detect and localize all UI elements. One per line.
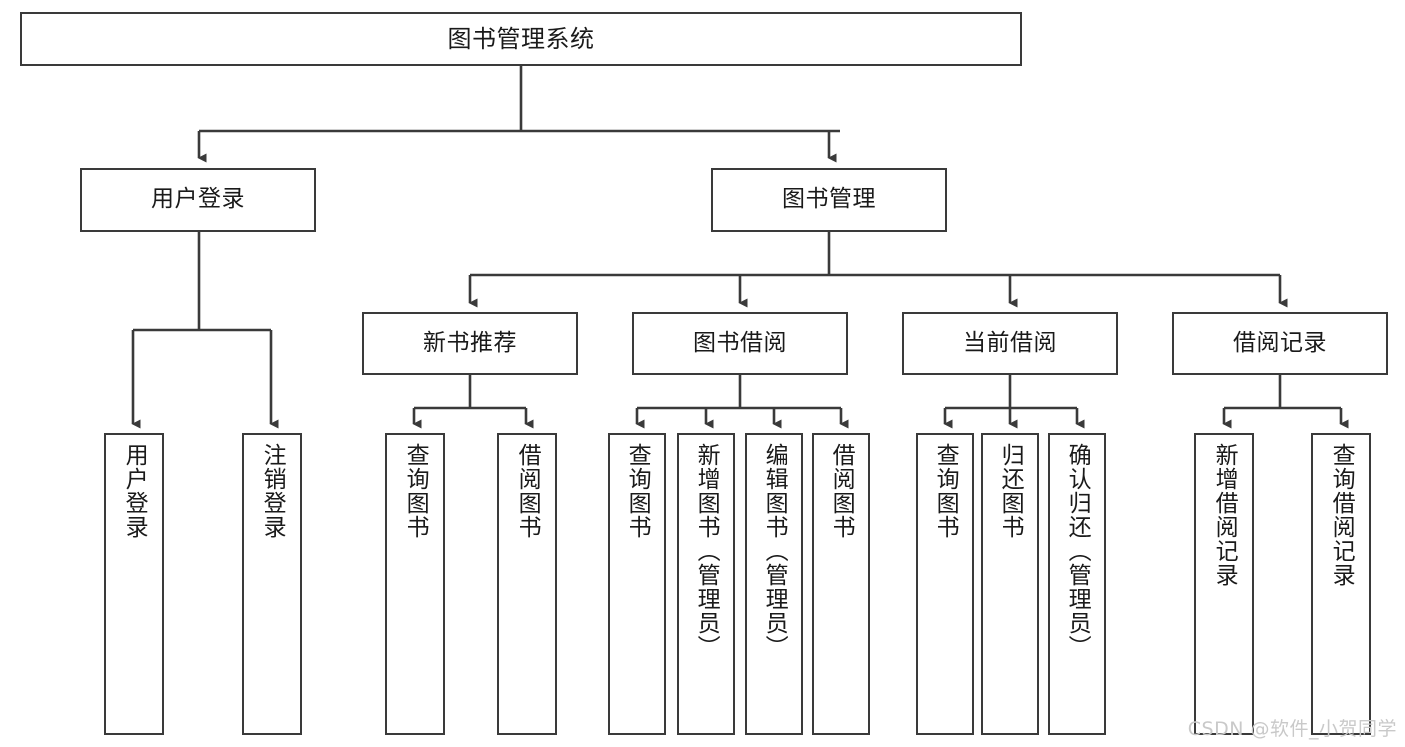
node-label: 查询借阅记录 (1328, 443, 1355, 587)
node-label: 图书管理 (782, 186, 876, 213)
node-label: 用户登录 (121, 443, 148, 539)
node-label: 新书推荐 (423, 329, 517, 356)
node-label: 注销登录 (259, 443, 286, 539)
leaf-borrow-book-2[interactable]: 借阅图书 (812, 433, 870, 735)
node-book-management-system[interactable]: 图书管理系统 (20, 12, 1022, 66)
leaf-user-login[interactable]: 用户登录 (104, 433, 164, 735)
node-label: 查询图书 (932, 443, 959, 539)
node-label: 新增借阅记录 (1211, 443, 1238, 587)
node-label: 查询图书 (402, 443, 429, 539)
node-current-borrow[interactable]: 当前借阅 (902, 312, 1118, 375)
node-label: 图书管理系统 (447, 24, 595, 53)
node-label: 确认归还（管理员） (1064, 443, 1091, 659)
leaf-add-book[interactable]: 新增图书（管理员） (677, 433, 735, 735)
node-label: 归还图书 (997, 443, 1024, 539)
node-label: 用户登录 (151, 186, 245, 213)
node-label: 借阅图书 (828, 443, 855, 539)
leaf-query-book-1[interactable]: 查询图书 (385, 433, 445, 735)
leaf-edit-book[interactable]: 编辑图书（管理员） (745, 433, 803, 735)
leaf-query-book-2[interactable]: 查询图书 (608, 433, 666, 735)
node-new-book-recommend[interactable]: 新书推荐 (362, 312, 578, 375)
node-book-borrow[interactable]: 图书借阅 (632, 312, 848, 375)
node-borrow-record[interactable]: 借阅记录 (1172, 312, 1388, 375)
leaf-logout-login[interactable]: 注销登录 (242, 433, 302, 735)
leaf-confirm-return[interactable]: 确认归还（管理员） (1048, 433, 1106, 735)
node-label: 编辑图书（管理员） (761, 443, 788, 659)
leaf-borrow-book-1[interactable]: 借阅图书 (497, 433, 557, 735)
node-book-management[interactable]: 图书管理 (711, 168, 947, 232)
node-label: 当前借阅 (963, 329, 1057, 356)
node-label: 借阅记录 (1233, 329, 1327, 356)
node-label: 借阅图书 (514, 443, 541, 539)
leaf-query-book-3[interactable]: 查询图书 (916, 433, 974, 735)
leaf-return-book[interactable]: 归还图书 (981, 433, 1039, 735)
leaf-add-record[interactable]: 新增借阅记录 (1194, 433, 1254, 735)
node-label: 查询图书 (624, 443, 651, 539)
node-user-login[interactable]: 用户登录 (80, 168, 316, 232)
leaf-query-record[interactable]: 查询借阅记录 (1311, 433, 1371, 735)
node-label: 图书借阅 (693, 329, 787, 356)
node-label: 新增图书（管理员） (693, 443, 720, 659)
csdn-watermark: CSDN @软件_小贺同学 (1187, 718, 1397, 740)
